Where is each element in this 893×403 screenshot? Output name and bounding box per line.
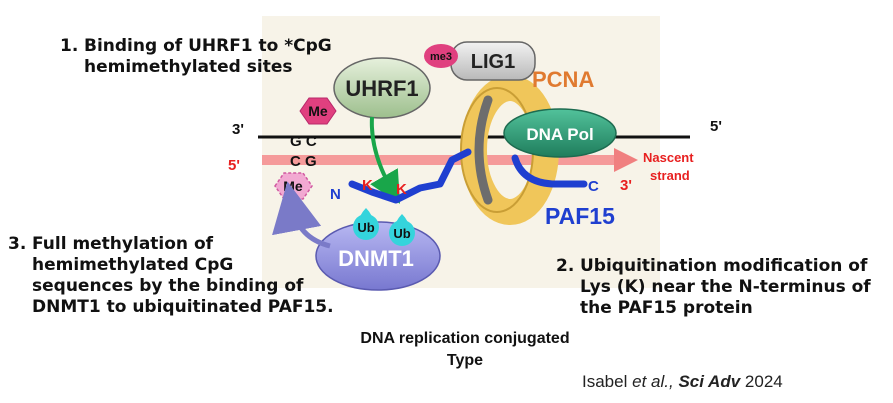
n-terminus-label: N <box>330 186 341 203</box>
step-1-description: 1. Binding of UHRF1 to *CpG hemimethylat… <box>60 36 332 78</box>
me-hemimethyl-mark <box>299 97 337 125</box>
citation-authors: Isabel <box>582 372 628 391</box>
pcna-label: PCNA <box>532 67 594 92</box>
citation-year: 2024 <box>744 372 783 391</box>
c-terminus-label: C <box>588 178 599 195</box>
nascent-strand <box>262 155 620 165</box>
bottom-5prime-label: 5' <box>228 157 240 174</box>
caption-line-2: Type <box>446 352 484 369</box>
top-bases: G C <box>290 133 317 150</box>
lysine-1-label: K <box>362 177 373 194</box>
step-2-description: 2. Ubiquitination modification of Lys (K… <box>556 256 871 319</box>
ubiquitin-1 <box>353 208 379 240</box>
me-top-label: Me <box>308 103 328 119</box>
dnmt1-label: DNMT1 <box>338 246 414 271</box>
paf15-label: PAF15 <box>545 203 615 229</box>
step-2-number: 2. <box>556 256 575 276</box>
bottom-3prime-label: 3' <box>620 177 632 194</box>
citation-etal: et al., <box>632 372 674 391</box>
caption-line-1: DNA replication conjugated <box>360 330 570 347</box>
top-3prime-label: 3' <box>232 121 244 138</box>
ubiquitination-arrow <box>369 116 401 204</box>
citation: Isabel et al., Sci Adv 2024 <box>582 372 783 392</box>
me3-mark <box>424 44 458 68</box>
step-1-text: Binding of UHRF1 to *CpG hemimethylated … <box>84 36 332 77</box>
nascent-arrowhead <box>614 148 638 172</box>
lysine-2-label: K <box>396 181 407 198</box>
uhrf1-label: UHRF1 <box>345 76 418 101</box>
step-3-number: 3. <box>8 234 27 254</box>
top-5prime-label: 5' <box>710 118 722 135</box>
nascent-label-1: Nascent <box>643 150 694 165</box>
me3-label: me3 <box>430 51 452 63</box>
step-1-number: 1. <box>60 36 79 56</box>
ubiquitin-2 <box>389 214 415 246</box>
dna-pol-label: DNA Pol <box>526 125 593 144</box>
citation-journal: Sci Adv <box>678 372 741 391</box>
step-2-text: Ubiquitination modification of Lys (K) n… <box>580 256 871 318</box>
step-3-description: 3. Full methylation of hemimethylated Cp… <box>8 234 334 318</box>
methylation-arrow <box>272 181 331 249</box>
paf15-c-term <box>511 154 588 188</box>
ub1-label: Ub <box>357 220 374 235</box>
paf15-chain <box>348 148 472 204</box>
nascent-label-2: strand <box>650 168 690 183</box>
uhrf1 <box>333 57 431 119</box>
step-3-text: Full methylation of hemimethylated CpG s… <box>32 234 334 317</box>
dna-pol <box>503 108 617 158</box>
me-bottom-label: Me <box>283 178 303 194</box>
bottom-bases: C G <box>290 153 317 170</box>
ub2-label: Ub <box>393 226 410 241</box>
lig1-label: LIG1 <box>471 51 515 73</box>
